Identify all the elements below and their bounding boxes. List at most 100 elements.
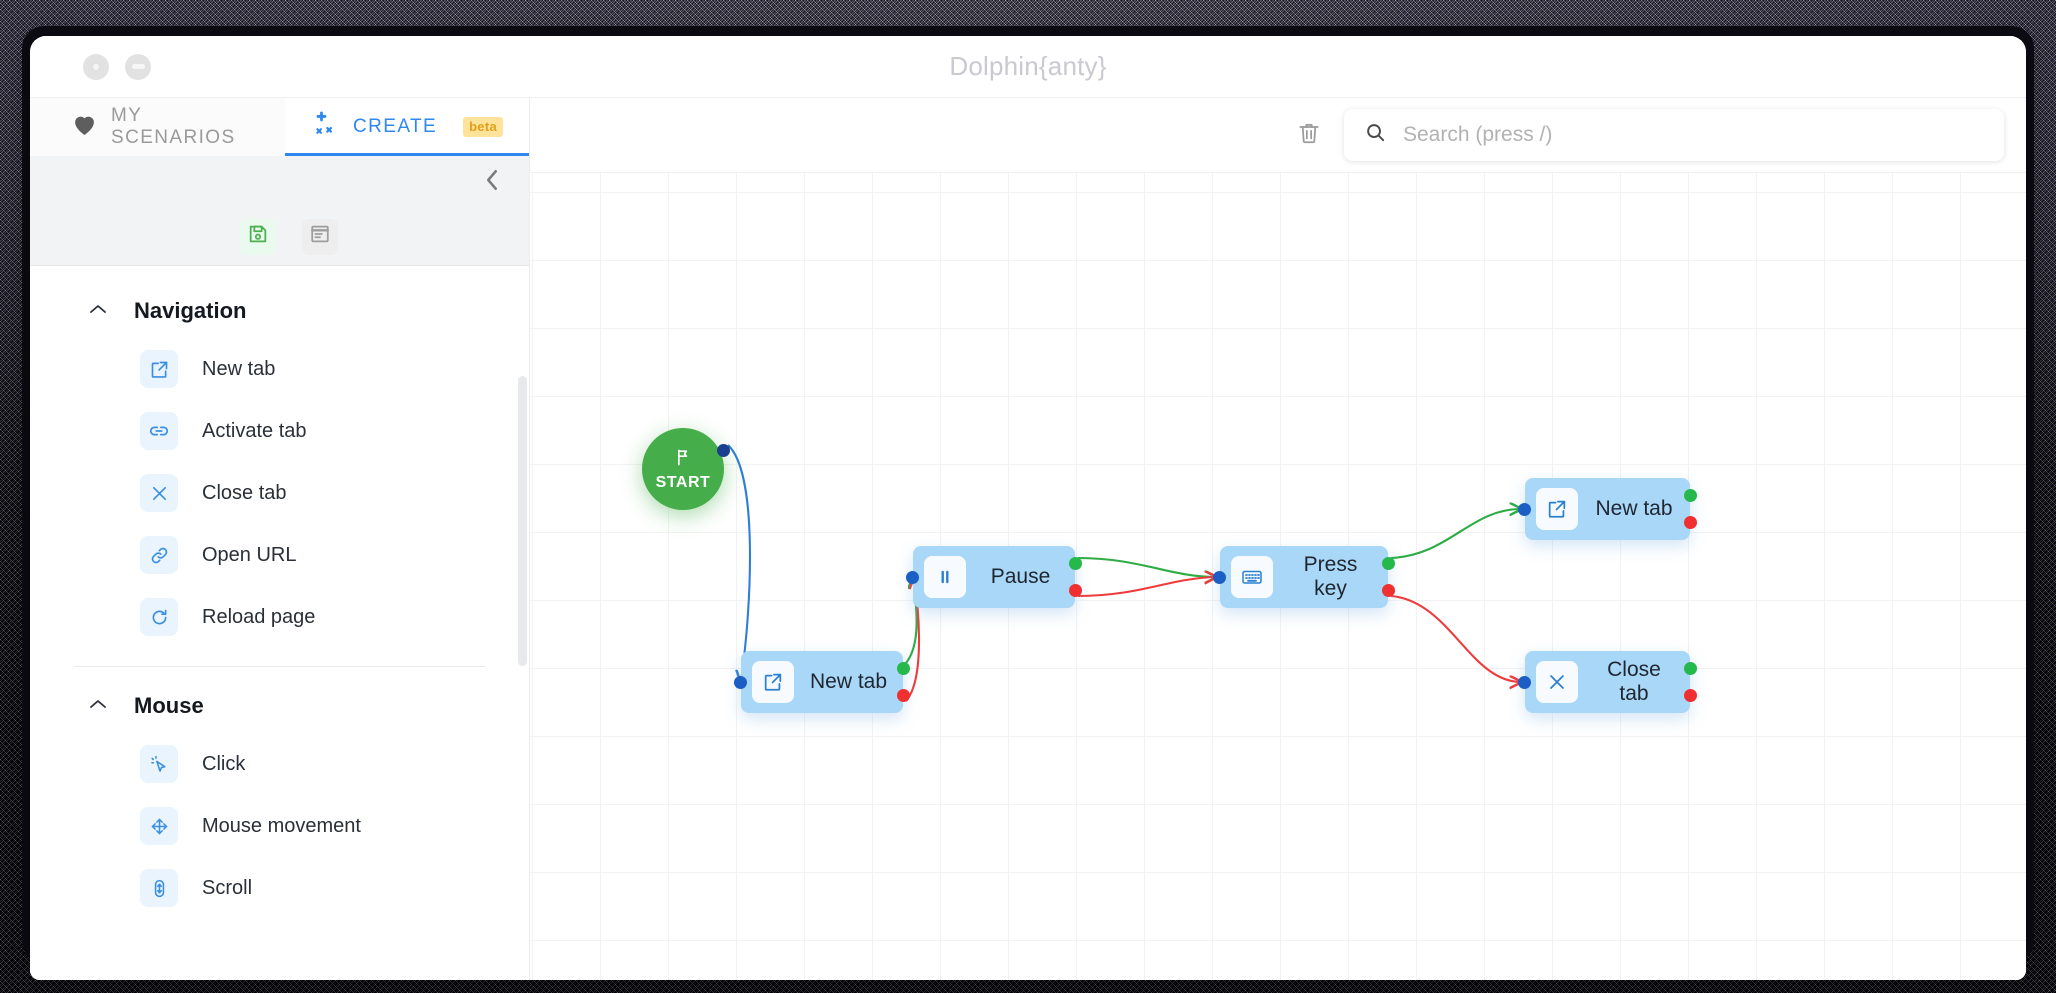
port-success[interactable] bbox=[1684, 662, 1697, 675]
delete-button[interactable] bbox=[1296, 120, 1322, 151]
action-library-list[interactable]: Navigation New tab Activate tab bbox=[30, 266, 529, 980]
sidebar-tool-strip bbox=[30, 208, 529, 266]
titlebar: Dolphin{anty} bbox=[30, 36, 2026, 98]
action-label: Open URL bbox=[202, 543, 297, 566]
port-error[interactable] bbox=[1684, 516, 1697, 529]
node-label: Close tab bbox=[1607, 658, 1661, 705]
action-item-mouse-movement[interactable]: Mouse movement bbox=[30, 795, 529, 857]
left-panel: MY SCENARIOS CREATE beta bbox=[30, 98, 530, 980]
port-in[interactable] bbox=[1213, 570, 1226, 584]
port-in[interactable] bbox=[1518, 675, 1531, 689]
save-scenario-button[interactable] bbox=[240, 218, 276, 255]
notes-icon bbox=[309, 223, 331, 250]
status-badge: beta bbox=[463, 117, 503, 137]
edge-presskey-err-to-closetab[interactable] bbox=[1390, 594, 1521, 682]
action-group-navigation: Navigation New tab Activate tab bbox=[30, 272, 529, 667]
search-input[interactable] bbox=[1403, 123, 1984, 147]
port-error[interactable] bbox=[897, 689, 910, 702]
canvas-toolbar bbox=[530, 98, 2026, 173]
node-new-tab-2[interactable]: New tab bbox=[1518, 478, 1697, 540]
tab-label: CREATE bbox=[353, 116, 438, 137]
port-in[interactable] bbox=[734, 675, 747, 689]
sidebar-scrollbar[interactable] bbox=[518, 376, 527, 666]
move-arrows-icon bbox=[140, 807, 178, 845]
tab-create[interactable]: CREATE beta bbox=[285, 98, 529, 156]
collapse-sidebar-button[interactable] bbox=[481, 165, 503, 200]
node-new-tab-1[interactable]: New tab bbox=[734, 651, 910, 713]
pause-icon bbox=[924, 556, 966, 598]
action-label: Click bbox=[202, 752, 246, 775]
action-item-activate-tab[interactable]: Activate tab bbox=[30, 400, 529, 462]
scroll-icon bbox=[140, 869, 178, 907]
app-window: Dolphin{anty} MY SCENARIOS bbox=[30, 36, 2026, 980]
save-icon bbox=[247, 223, 269, 250]
action-label: Scroll bbox=[202, 876, 253, 899]
port-success[interactable] bbox=[1382, 557, 1395, 570]
close-x-icon bbox=[140, 474, 178, 512]
app-body: MY SCENARIOS CREATE beta bbox=[30, 98, 2026, 980]
action-item-new-tab[interactable]: New tab bbox=[30, 338, 529, 400]
port-error[interactable] bbox=[1069, 584, 1082, 597]
port-in[interactable] bbox=[906, 570, 919, 584]
link-dash-icon bbox=[140, 412, 178, 450]
action-item-open-url[interactable]: Open URL bbox=[30, 524, 529, 586]
flag-icon bbox=[673, 447, 693, 472]
sidebar-collapse-strip bbox=[30, 156, 529, 208]
port-error[interactable] bbox=[1382, 584, 1395, 597]
window-close-button[interactable] bbox=[83, 53, 109, 80]
node-pause[interactable]: Pause bbox=[906, 546, 1082, 608]
canvas-panel: START New tab bbox=[530, 98, 2026, 980]
keyboard-icon bbox=[1231, 556, 1273, 598]
edge-pause-ok-to-presskey[interactable] bbox=[1077, 556, 1216, 577]
port-in[interactable] bbox=[1518, 502, 1531, 516]
action-item-scroll[interactable]: Scroll bbox=[30, 857, 529, 919]
tab-my-scenarios[interactable]: MY SCENARIOS bbox=[30, 98, 285, 156]
port-success[interactable] bbox=[1069, 557, 1082, 570]
group-header-navigation[interactable]: Navigation bbox=[30, 272, 529, 338]
port-success[interactable] bbox=[897, 662, 910, 675]
port-success[interactable] bbox=[1684, 489, 1697, 502]
chevron-up-icon bbox=[88, 302, 108, 321]
close-icon bbox=[93, 63, 99, 70]
node-label: Pause bbox=[990, 565, 1051, 588]
group-title: Navigation bbox=[134, 298, 247, 323]
tab-bar: MY SCENARIOS CREATE beta bbox=[30, 98, 529, 156]
port-error[interactable] bbox=[1684, 689, 1697, 702]
flow-graph-canvas[interactable]: START New tab bbox=[530, 173, 2026, 980]
magic-wand-icon bbox=[311, 110, 339, 144]
action-label: Reload page bbox=[202, 605, 316, 628]
node-press-key[interactable]: Press key bbox=[1213, 546, 1395, 608]
reload-icon bbox=[140, 598, 178, 636]
minimize-icon bbox=[131, 64, 145, 69]
action-label: Activate tab bbox=[202, 419, 307, 442]
node-label: New tab bbox=[1595, 497, 1673, 520]
chain-link-icon bbox=[140, 536, 178, 574]
notes-button[interactable] bbox=[302, 218, 338, 255]
close-x-icon bbox=[1536, 661, 1578, 703]
action-item-close-tab[interactable]: Close tab bbox=[30, 462, 529, 524]
edge-pause-err-to-presskey[interactable] bbox=[1077, 577, 1216, 598]
search-box[interactable] bbox=[1344, 109, 2004, 161]
action-item-reload-page[interactable]: Reload page bbox=[30, 586, 529, 648]
group-header-mouse[interactable]: Mouse bbox=[30, 667, 529, 733]
trash-icon bbox=[1296, 120, 1322, 151]
group-divider bbox=[74, 666, 485, 667]
node-label: New tab bbox=[809, 670, 888, 693]
node-close-tab[interactable]: Close tab bbox=[1518, 651, 1697, 713]
edge-presskey-ok-to-newtab[interactable] bbox=[1390, 509, 1521, 560]
chevron-up-icon bbox=[88, 697, 108, 716]
edge-start-to-newtab[interactable] bbox=[727, 444, 752, 682]
cursor-click-icon bbox=[140, 745, 178, 783]
action-group-mouse: Mouse Click Mouse movement bbox=[30, 667, 529, 919]
external-link-icon bbox=[752, 661, 794, 703]
heart-icon bbox=[72, 113, 97, 142]
action-label: New tab bbox=[202, 357, 276, 380]
port-out[interactable] bbox=[717, 444, 730, 457]
search-icon bbox=[1364, 121, 1387, 149]
external-link-icon bbox=[140, 350, 178, 388]
node-start[interactable]: START bbox=[642, 428, 730, 510]
chevron-left-icon bbox=[481, 165, 503, 200]
group-title: Mouse bbox=[134, 693, 204, 718]
action-item-click[interactable]: Click bbox=[30, 733, 529, 795]
window-minimize-button[interactable] bbox=[125, 53, 151, 80]
